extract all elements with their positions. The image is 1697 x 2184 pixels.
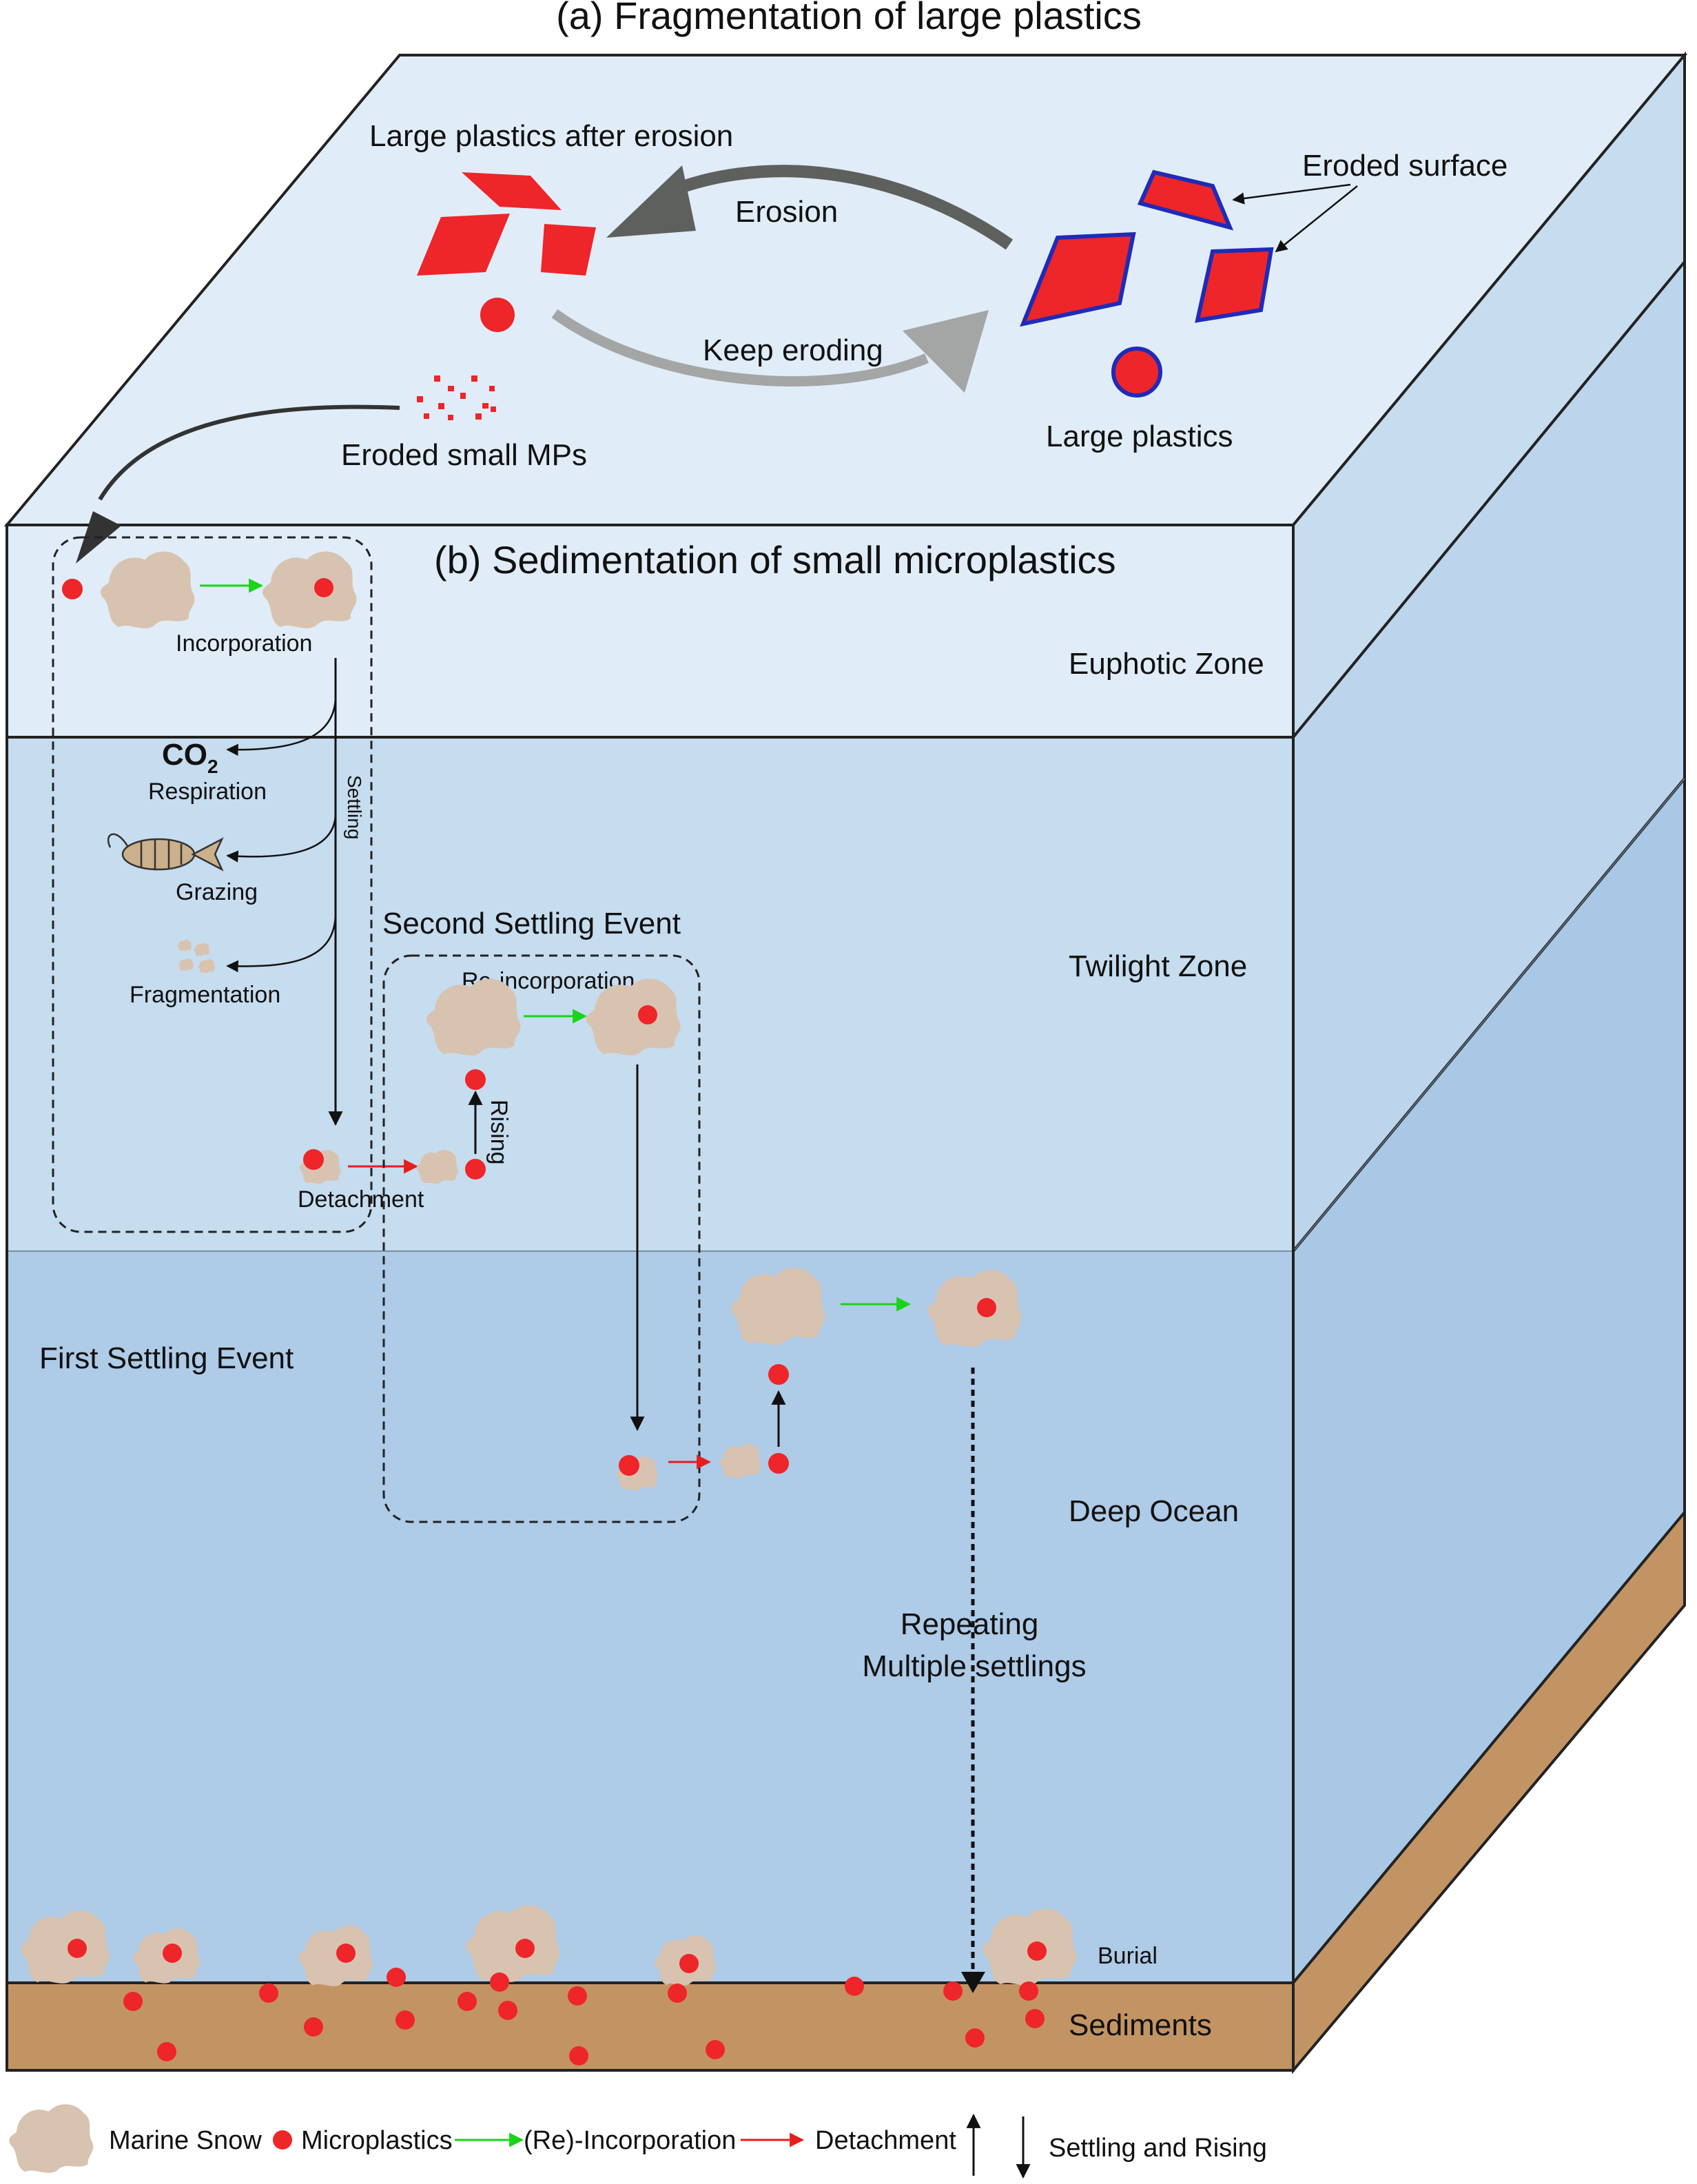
eroded-piece-1 xyxy=(462,172,562,210)
zone-label-euphotic: Euphotic Zone xyxy=(1069,647,1264,681)
label-detachment: Detachment xyxy=(298,1186,424,1213)
grazing-arrow xyxy=(226,812,337,863)
label-rising: Rising xyxy=(486,1100,512,1164)
legend-microplastics-icon xyxy=(273,2130,292,2150)
microplastic-detach-1 xyxy=(303,1149,324,1170)
legend-incorporation-label: (Re)-Incorporation xyxy=(524,2126,736,2155)
zooplankton-icon xyxy=(107,833,224,872)
microplastic-surface xyxy=(62,579,83,599)
erosion-arrowhead xyxy=(606,165,696,238)
label-large-plastics: Large plastics xyxy=(1046,420,1233,453)
legend-microplastics-label: Microplastics xyxy=(301,2126,453,2155)
label-grazing: Grazing xyxy=(176,879,258,905)
large-piece-4 xyxy=(1111,347,1162,398)
eroded-piece-4 xyxy=(480,298,515,332)
repeating-settling-arrowhead xyxy=(961,1972,985,1993)
label-respiration: Respiration xyxy=(148,779,267,805)
fragmentation-arrow xyxy=(226,912,337,973)
eroded-piece-2 xyxy=(417,214,510,276)
large-piece-2 xyxy=(1020,231,1136,327)
first-settling-box xyxy=(52,536,373,1233)
eroded-surface-pointer-1 xyxy=(1232,183,1351,205)
label-second-settling-event: Second Settling Event xyxy=(382,907,681,940)
small-mps-cluster xyxy=(417,375,496,420)
microplastics-in-snow xyxy=(68,1939,1047,1973)
label-repeating: Repeating xyxy=(901,1607,1039,1641)
large-piece-1 xyxy=(1137,169,1234,231)
label-eroded-surface: Eroded surface xyxy=(1302,149,1508,183)
deep-front xyxy=(7,1251,1293,1983)
microplastic-incorporated xyxy=(314,578,333,597)
label-eroded-small-mps: Eroded small MPs xyxy=(341,438,587,472)
label-settling: Settling xyxy=(344,775,365,839)
legend: Marine Snow Microplastics (Re)-Incorpora… xyxy=(9,2104,1267,2179)
legend-settling-rising-label: Settling and Rising xyxy=(1049,2134,1267,2163)
legend-detachment-label: Detachment xyxy=(815,2126,956,2155)
keep-eroding-arrowhead xyxy=(903,310,989,393)
microplastic-reincorporated-2 xyxy=(977,1298,996,1317)
eroded-plastic-pieces xyxy=(417,172,596,332)
label-large-after-erosion: Large plastics after erosion xyxy=(369,119,733,153)
erosion-arrow xyxy=(655,165,1014,250)
microplastic-reincorporated-1 xyxy=(638,1005,657,1024)
label-burial: Burial xyxy=(1098,1943,1158,1969)
second-settling-box xyxy=(382,954,701,1523)
keep-eroding-arrow xyxy=(551,309,929,387)
eroded-piece-3 xyxy=(541,224,596,276)
microplastic-risen-2 xyxy=(768,1364,789,1385)
microplastic-risen-1 xyxy=(465,1069,486,1090)
legend-marine-snow-icon xyxy=(9,2104,94,2173)
respiration-arrow xyxy=(226,695,337,756)
buried-microplastics xyxy=(123,1968,1045,2065)
title-part-a: (a) Fragmentation of large plastics xyxy=(556,0,1142,37)
microplastic-detached-1 xyxy=(465,1159,486,1179)
eroded-surface-pointer-2 xyxy=(1275,185,1358,253)
microplastic-detach-2 xyxy=(619,1455,639,1476)
label-multiple-settlings: Multiple settlings xyxy=(862,1649,1086,1683)
label-co2: CO2 xyxy=(162,738,218,777)
large-piece-3 xyxy=(1195,247,1274,323)
label-first-settling-event: First Settling Event xyxy=(39,1341,294,1375)
label-incorporation: Incorporation xyxy=(176,630,312,657)
large-plastic-pieces xyxy=(1020,169,1274,398)
zone-label-deep: Deep Ocean xyxy=(1069,1494,1239,1528)
zone-label-twilight: Twilight Zone xyxy=(1069,949,1247,983)
label-erosion: Erosion xyxy=(735,195,838,229)
small-mps-sinking-arrow xyxy=(98,404,400,501)
zone-label-sediments: Sediments xyxy=(1069,2008,1212,2042)
title-part-b: (b) Sedimentation of small microplastics xyxy=(434,538,1116,581)
legend-marine-snow-label: Marine Snow xyxy=(109,2126,262,2155)
label-keep-eroding: Keep eroding xyxy=(703,333,883,367)
microplastic-detached-2 xyxy=(768,1453,789,1474)
label-fragmentation: Fragmentation xyxy=(130,982,280,1008)
